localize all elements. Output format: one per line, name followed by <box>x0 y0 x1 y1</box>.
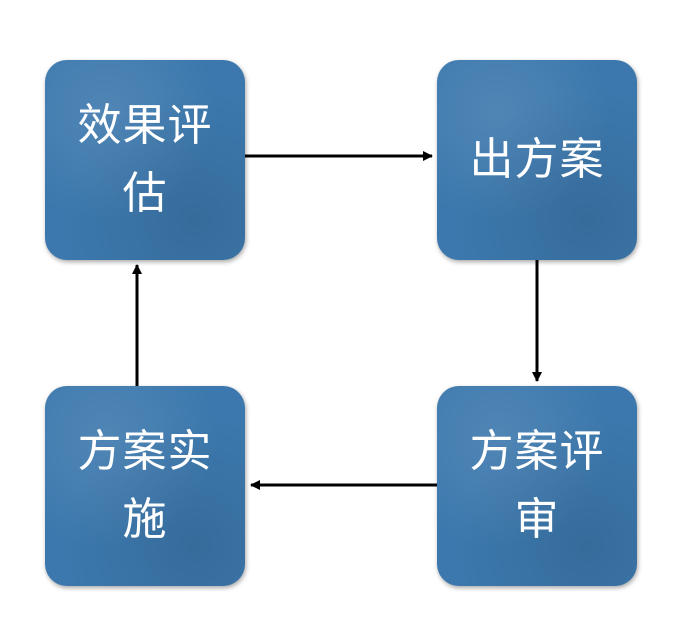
node-proposal-label: 出方案 <box>469 134 605 185</box>
node-implementation-label: 方案实施 <box>77 426 213 545</box>
node-proposal: 出方案 <box>437 60 637 260</box>
node-effect-evaluation: 效果评估 <box>45 60 245 260</box>
node-proposal-review: 方案评审 <box>437 386 637 586</box>
node-effect-evaluation-label: 效果评估 <box>77 100 213 219</box>
node-implementation: 方案实施 <box>45 386 245 586</box>
node-proposal-review-label: 方案评审 <box>469 426 605 545</box>
